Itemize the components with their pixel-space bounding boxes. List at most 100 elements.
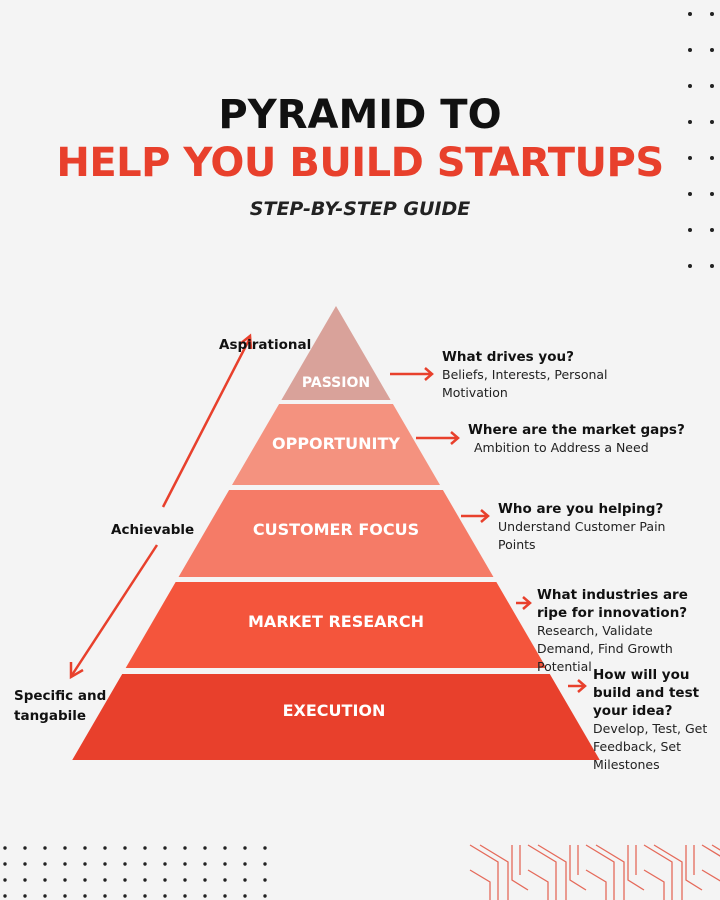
decorative-dot [688,228,692,232]
decorative-dot [163,878,167,882]
layer-label-execution: EXECUTION [282,701,386,720]
decorative-dot [103,878,107,882]
decorative-dot [710,156,714,160]
decorative-dot [23,846,27,850]
decorative-dot [203,846,207,850]
subtitle: STEP-BY-STEP GUIDE [249,198,471,220]
side-label-line: tangabile [14,708,87,724]
decorative-dot [223,846,227,850]
decorative-dot [23,878,27,882]
detail: Ambition to Address a Need [474,440,649,455]
decorative-dot [223,878,227,882]
decorative-dot [163,862,167,866]
side-label-achievable: Achievable [111,522,195,538]
decorative-dot [123,894,127,898]
layer-label-opportunity: OPPORTUNITY [271,434,401,453]
pyramid-layer-passion [281,306,391,400]
arrow-head-icon [577,679,587,693]
decorative-dot [203,894,207,898]
decorative-dot [43,878,47,882]
description-passion: What drives you? Beliefs, Interests, Per… [442,348,642,402]
decorative-dot [263,846,267,850]
decorative-dot [83,846,87,850]
decorative-dot [3,846,7,850]
decorative-dot [143,894,147,898]
decorative-dot [63,878,67,882]
decorative-dot [688,192,692,196]
side-label-specific: Specific and tangabile [14,686,106,726]
detail: Understand Customer Pain Points [498,519,666,552]
decorative-dot [43,894,47,898]
arrow-head-icon [450,431,460,445]
arrow-up-icon [161,337,252,508]
decorative-dot [243,846,247,850]
decorative-dot [263,878,267,882]
description-execution: How will you build and test your idea? D… [593,666,718,774]
arrow-head-icon [69,662,84,680]
decorative-dot [143,846,147,850]
decorative-dot [163,894,167,898]
decorative-dot [243,862,247,866]
decorative-dot [143,878,147,882]
decorative-dot [710,228,714,232]
question: Where are the market gaps? [468,422,685,438]
geometric-pattern [469,844,720,900]
decorative-dot [183,894,187,898]
decorative-dot [23,894,27,898]
arrow-head-icon [480,509,490,523]
decorative-dot [688,12,692,16]
title-line-2: HELP YOU BUILD STARTUPS [56,140,664,186]
decorative-dot [63,846,67,850]
decorative-dot [143,862,147,866]
decorative-dot [710,12,714,16]
decorative-dot [243,894,247,898]
decorative-dot [710,120,714,124]
decorative-dot [688,264,692,268]
question: What industries are ripe for innovation? [537,587,688,621]
decorative-dot [243,878,247,882]
decorative-dot [63,894,67,898]
decorative-dot [83,894,87,898]
decorative-dot [123,862,127,866]
decorative-dot [83,878,87,882]
decorative-dot [710,264,714,268]
decorative-dot [710,48,714,52]
decorative-dot [223,862,227,866]
arrow-head-icon [424,367,434,381]
decorative-dot [103,894,107,898]
decorative-dot [163,846,167,850]
pyramid-layer-execution [72,674,600,760]
decorative-dot [43,862,47,866]
description-market-research: What industries are ripe for innovation?… [537,586,712,676]
decorative-dot [3,878,7,882]
side-label-line: Specific and [14,688,107,704]
decorative-dot [183,846,187,850]
decorative-dot [263,862,267,866]
question: What drives you? [442,349,574,365]
decorative-dot [710,84,714,88]
detail: Research, Validate Demand, Find Growth P… [537,623,673,674]
arrow-head-icon [522,596,532,610]
decorative-dot [183,878,187,882]
decorative-dot [688,120,692,124]
decorative-dot [3,894,7,898]
question: How will you build and test your idea? [593,667,700,719]
decorative-dot [103,846,107,850]
side-label-aspirational: Aspirational [219,337,312,353]
decorative-dot [63,862,67,866]
pyramid-layer-market-research [125,582,547,668]
decorative-dot [688,84,692,88]
decorative-dot [263,894,267,898]
description-customer-focus: Who are you helping? Understand Customer… [498,500,678,554]
layer-label-customer-focus: CUSTOMER FOCUS [252,520,420,539]
detail: Develop, Test, Get Feedback, Set Milesto… [593,721,708,772]
decorative-dot [203,862,207,866]
question: Who are you helping? [498,501,664,517]
title-line-1: PYRAMID TO [218,92,502,138]
decorative-dot [710,192,714,196]
detail: Beliefs, Interests, Personal Motivation [442,367,608,400]
decorative-dot [123,846,127,850]
decorative-dot [83,862,87,866]
decorative-dot [103,862,107,866]
